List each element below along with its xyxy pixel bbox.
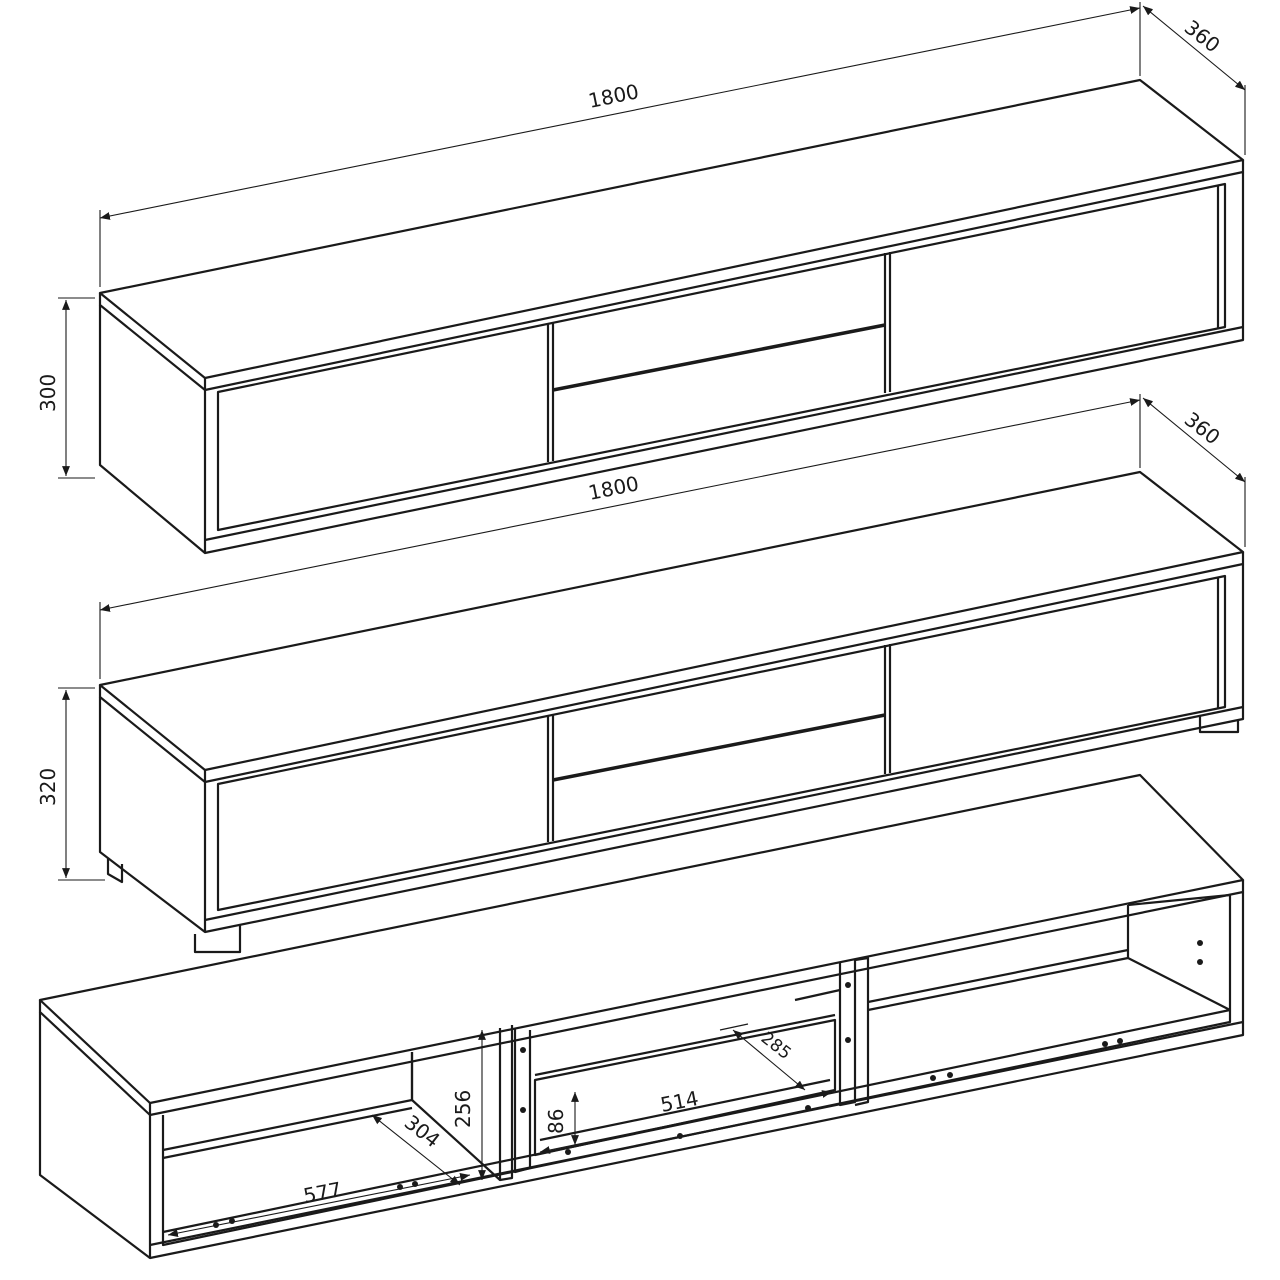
- leg-left: [106, 858, 124, 884]
- dim-line-depth: [1142, 5, 1246, 91]
- dim-height-label: 320: [36, 768, 60, 806]
- dim-line-drawer-width: [539, 1090, 833, 1154]
- top-board-edge: [98, 160, 1245, 392]
- body-outline: [38, 892, 1245, 1260]
- top-board: [98, 78, 1245, 380]
- right-top-edge: [1127, 893, 1231, 907]
- top-board-edge: [98, 552, 1245, 784]
- drawer-split: [552, 713, 886, 782]
- fixing-holes: [213, 940, 1203, 1228]
- upper-shelf-front: [534, 1013, 836, 1077]
- right-floor-edge: [1127, 957, 1231, 1011]
- cabinet-interior-view: 577 304 256 86 514 285: [38, 773, 1245, 1260]
- leg-front: [193, 925, 242, 954]
- dim-line-depth: [1142, 397, 1246, 483]
- upper-shelf-back: [794, 988, 841, 1002]
- dim-compartment-width-label: 577: [301, 1177, 343, 1208]
- dim-width-label: 1800: [586, 79, 641, 113]
- top-board-edge: [38, 880, 1245, 1117]
- bottom-board-top: [149, 1020, 1244, 1247]
- drawer-split: [552, 323, 886, 392]
- dim-line-compartment-width: [167, 1173, 471, 1237]
- top-board: [98, 470, 1245, 772]
- drawer-rail-right: [838, 960, 857, 1107]
- bottom-board-top: [204, 705, 1244, 922]
- left-shelf: [162, 1052, 414, 1152]
- dim-line-width: [99, 398, 1141, 612]
- dim-compartment-depth-label: 304: [400, 1110, 445, 1152]
- dim-width-label: 1800: [586, 471, 641, 505]
- right-shelf-edge: [867, 948, 1129, 1004]
- dim-height-label: 300: [36, 374, 60, 412]
- cabinet-wall-mounted: 1800 360 300: [36, 2, 1246, 555]
- body-outline: [98, 564, 1245, 934]
- dim-line-compartment-depth: [371, 1114, 461, 1186]
- partition-left: [498, 1025, 514, 1182]
- bottom-board-top: [204, 325, 1244, 542]
- left-shelf-edge: [162, 1106, 413, 1160]
- partition-right: [854, 956, 870, 1107]
- leg-right: [1198, 716, 1240, 734]
- dim-depth-label: 360: [1180, 407, 1225, 449]
- dim-compartment-height-label: 256: [451, 1090, 475, 1128]
- dim-depth-label: 360: [1180, 15, 1225, 57]
- drawer-handle-mark: [719, 1023, 749, 1031]
- cabinet-with-legs: 1800 360 320: [36, 394, 1246, 954]
- dim-drawer-width-label: 514: [658, 1086, 700, 1117]
- dim-line-width: [99, 6, 1141, 220]
- dim-drawer-height-label: 86: [544, 1109, 568, 1134]
- dim-line-drawer-depth: [732, 1029, 806, 1091]
- drawer-rail-left: [513, 1028, 532, 1174]
